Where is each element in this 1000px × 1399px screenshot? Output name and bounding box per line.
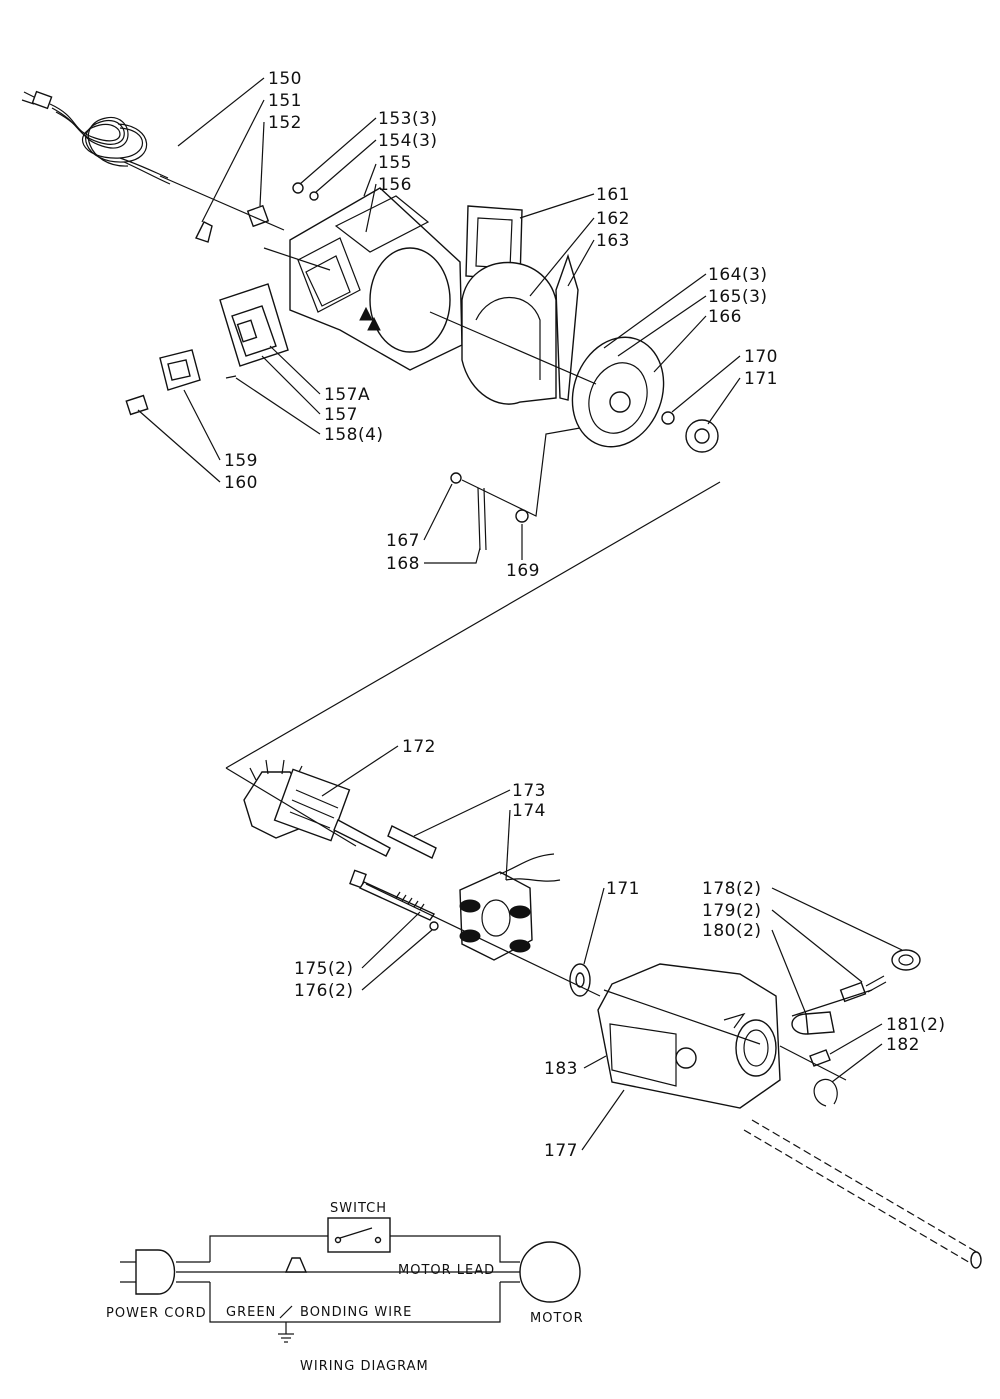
end-cover-part — [571, 336, 665, 448]
green-label: GREEN — [226, 1305, 276, 1320]
field-coil-part — [459, 853, 561, 961]
power-cord-plug — [120, 1249, 500, 1295]
callout-163: 163 — [596, 231, 630, 251]
callout-175: 175(2) — [294, 959, 354, 979]
callout-179: 179(2) — [702, 901, 762, 921]
motor-symbol — [519, 1241, 581, 1303]
callout-183: 183 — [544, 1059, 578, 1079]
switch-label: SWITCH — [330, 1201, 387, 1216]
rocker-switch-part — [125, 349, 201, 416]
wiring-diagram: SWITCH MOTOR LEAD POWER CORD GREEN BONDI… — [106, 1201, 584, 1374]
callout-177: 177 — [544, 1141, 578, 1161]
switch-plate-part — [219, 283, 289, 367]
callout-151: 151 — [268, 91, 302, 111]
callout-172: 172 — [402, 737, 436, 757]
callout-160: 160 — [224, 473, 258, 493]
armature-part — [243, 759, 391, 857]
callout-158: 158(4) — [324, 425, 384, 445]
callout-176: 176(2) — [294, 981, 354, 1001]
bearing-part — [569, 963, 591, 997]
bearing-part — [685, 419, 719, 453]
callout-153: 153(3) — [378, 109, 438, 129]
bonding-wire-label: BONDING WIRE — [300, 1305, 412, 1320]
callout-164: 164(3) — [708, 265, 768, 285]
brush-cap-part — [891, 949, 921, 971]
leader-lines — [137, 77, 903, 1151]
callout-169: 169 — [506, 561, 540, 581]
brush-holder-part — [791, 1011, 835, 1035]
screw-washer-part — [292, 182, 319, 201]
wiring-diagram-title: WIRING DIAGRAM — [300, 1359, 429, 1374]
callout-157a: 157A — [324, 385, 370, 405]
callout-labels: 150 151 152 153(3) 154(3) 155 156 161 16… — [224, 69, 946, 1161]
retaining-ring-part — [813, 1078, 838, 1107]
callout-150: 150 — [268, 69, 302, 89]
wire-nut-part — [195, 221, 213, 243]
switch-housing-part — [289, 187, 463, 371]
brush-part — [555, 253, 579, 401]
motor-housing-part — [597, 963, 781, 1109]
callout-154: 154(3) — [378, 131, 438, 151]
power-cord-label: POWER CORD — [106, 1306, 207, 1321]
callout-167: 167 — [386, 531, 420, 551]
callout-171b: 171 — [606, 879, 640, 899]
callout-174: 174 — [512, 801, 546, 821]
pin-part — [387, 825, 437, 859]
motor-lead-label: MOTOR LEAD — [398, 1263, 495, 1278]
callout-161: 161 — [596, 185, 630, 205]
callout-152: 152 — [268, 113, 302, 133]
callout-166: 166 — [708, 307, 742, 327]
carbon-brush-part — [839, 975, 887, 1003]
callout-155: 155 — [378, 153, 412, 173]
callout-180: 180(2) — [702, 921, 762, 941]
callout-182: 182 — [886, 1035, 920, 1055]
callout-181: 181(2) — [886, 1015, 946, 1035]
motor-label: MOTOR — [530, 1311, 584, 1326]
power-cord-part — [21, 90, 171, 185]
ground-symbol — [278, 1305, 294, 1343]
callout-173: 173 — [512, 781, 546, 801]
callout-168: 168 — [386, 554, 420, 574]
callout-157: 157 — [324, 405, 358, 425]
callout-178: 178(2) — [702, 879, 762, 899]
callout-170: 170 — [744, 347, 778, 367]
callout-165: 165(3) — [708, 287, 768, 307]
nut-part — [515, 509, 529, 523]
callout-159: 159 — [224, 451, 258, 471]
bolt-part — [349, 869, 439, 931]
baffle-part — [461, 261, 557, 405]
callout-171a: 171 — [744, 369, 778, 389]
callout-162: 162 — [596, 209, 630, 229]
switch-box — [327, 1217, 391, 1253]
wave-washer-part — [661, 411, 675, 425]
motor-shaft-dashed — [743, 1119, 981, 1265]
wire-nut-symbol — [284, 1257, 308, 1273]
callout-156: 156 — [378, 175, 412, 195]
clip-part — [477, 487, 487, 551]
